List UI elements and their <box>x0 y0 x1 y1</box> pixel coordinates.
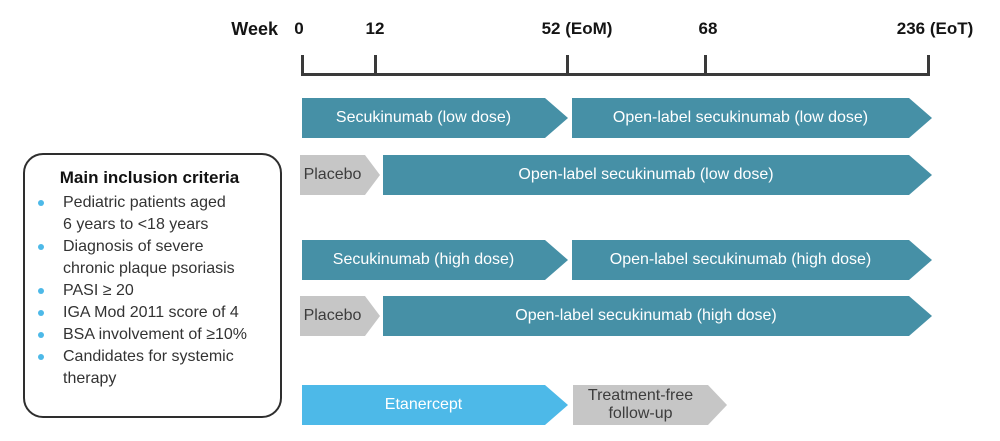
timeline-tick-label-68: 68 <box>698 19 718 38</box>
timeline-tick-label-0: 0 <box>294 19 304 38</box>
inclusion-criteria-list: Pediatric patients aged 6 years to <18 y… <box>25 192 274 390</box>
arrow-placebo-high-dose-arm: Placebo <box>300 296 380 336</box>
bullet-icon <box>38 332 44 338</box>
list-item: Pediatric patients aged 6 years to <18 y… <box>25 192 274 236</box>
list-item: BSA involvement of ≥10% <box>25 324 274 346</box>
timeline-tick-0 <box>301 55 304 76</box>
bullet-icon <box>38 200 44 206</box>
arrow-open-label-secukinumab-low-dose-after-placebo: Open-label secukinumab (low dose) <box>383 155 932 195</box>
criterion-text: BSA involvement of ≥10% <box>63 326 247 343</box>
arrow-etanercept: Etanercept <box>302 385 568 425</box>
timeline-tick-label-236-eot: 236 (EoT) <box>896 19 974 38</box>
arrow-secukinumab-low-dose: Secukinumab (low dose) <box>302 98 568 138</box>
timeline-tick-12 <box>374 55 377 76</box>
bullet-icon <box>38 288 44 294</box>
timeline-axis-label: Week <box>231 19 278 39</box>
arrow-open-label-secukinumab-low-dose: Open-label secukinumab (low dose) <box>572 98 932 138</box>
list-item: Diagnosis of severe chronic plaque psori… <box>25 236 274 280</box>
criterion-text: Pediatric patients aged 6 years to <18 y… <box>63 194 226 233</box>
timeline-tick-68 <box>704 55 707 76</box>
list-item: PASI ≥ 20 <box>25 280 274 302</box>
bullet-icon <box>38 310 44 316</box>
timeline-axis-line <box>302 73 930 76</box>
timeline-tick-236 <box>927 55 930 76</box>
inclusion-criteria-title: Main inclusion criteria <box>59 168 240 187</box>
list-item: IGA Mod 2011 score of 4 <box>25 302 274 324</box>
criterion-text: PASI ≥ 20 <box>63 282 134 299</box>
arrow-open-label-secukinumab-high-dose: Open-label secukinumab (high dose) <box>572 240 932 280</box>
timeline-tick-52 <box>566 55 569 76</box>
arrow-open-label-secukinumab-high-dose-after-placebo: Open-label secukinumab (high dose) <box>383 296 932 336</box>
timeline-tick-label-12: 12 <box>365 19 385 38</box>
list-item: Candidates for systemic therapy <box>25 346 274 390</box>
bullet-icon <box>38 244 44 250</box>
criterion-text: Candidates for systemic therapy <box>63 348 234 387</box>
arrow-secukinumab-high-dose: Secukinumab (high dose) <box>302 240 568 280</box>
arrow-treatment-free-follow-up: Treatment-free follow-up <box>573 385 727 425</box>
criterion-text: IGA Mod 2011 score of 4 <box>63 304 239 321</box>
main-inclusion-criteria-box: Main inclusion criteria Pediatric patien… <box>23 153 282 418</box>
timeline-tick-label-52-eom: 52 (EoM) <box>541 19 613 38</box>
criterion-text: Diagnosis of severe chronic plaque psori… <box>63 238 235 277</box>
arrow-placebo-low-dose-arm: Placebo <box>300 155 380 195</box>
bullet-icon <box>38 354 44 360</box>
